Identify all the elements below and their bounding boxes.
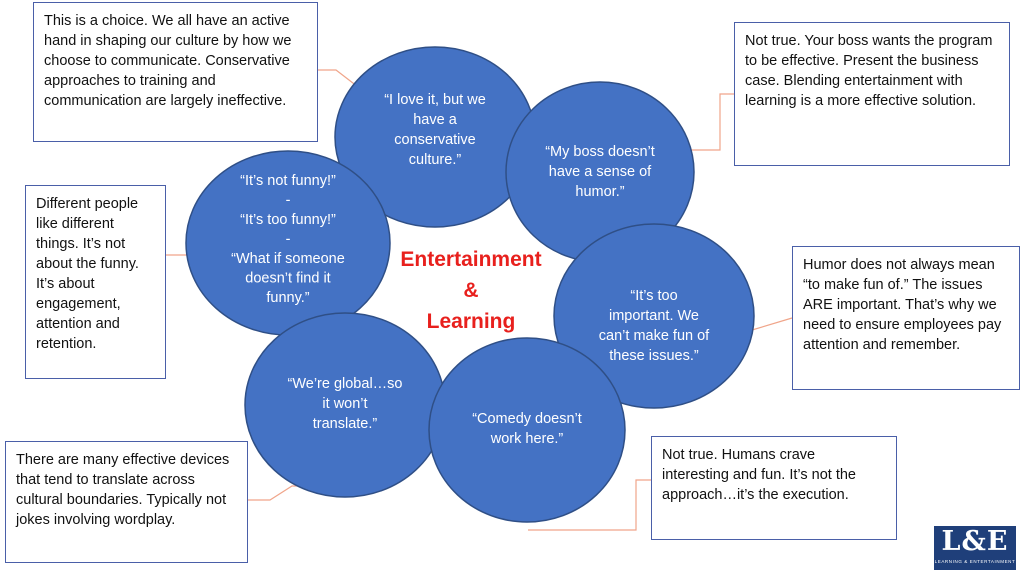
bubble-global: “We’re global…so it won’t translate.” — [244, 312, 446, 498]
logo-tagline: Learning & Entertainment — [934, 559, 1016, 564]
bubble-text-line: have a — [413, 112, 457, 128]
bubble-text-line: conservative — [394, 132, 475, 148]
bubble-text-line: important. We — [609, 308, 699, 324]
bubble-text-line: culture.” — [409, 152, 462, 168]
bubble-text-line: funny.” — [266, 290, 309, 306]
note-devices: There are many effective devices that te… — [5, 441, 248, 563]
center-title: Entertainment & Learning — [376, 244, 566, 337]
bubble-text-line: can’t make fun of — [599, 328, 710, 344]
bubble-boss-humor: “My boss doesn’t have a sense of humor.” — [505, 81, 695, 263]
bubble-text-line: “It’s too funny!” — [240, 212, 336, 228]
bubble-text-line: “I love it, but we — [384, 92, 486, 108]
center-title-line-2: & — [463, 279, 479, 302]
note-choice: This is a choice. We all have an active … — [33, 2, 318, 142]
bubble-text-line: “Comedy doesn’t — [472, 411, 582, 427]
connector-choice — [318, 69, 363, 91]
bubble-text-line: it won’t — [322, 396, 367, 412]
bubble-conservative-culture: “I love it, but we have a conservative cult… — [334, 46, 536, 228]
bubble-text-line: - — [286, 193, 291, 209]
bubble-text-line: doesn’t find it — [245, 271, 330, 287]
note-crave: Not true. Humans crave interesting and f… — [651, 436, 897, 540]
bubble-too-important: “It’s too important. We can’t make fun of t… — [553, 223, 755, 409]
bubble-comedy-work: “Comedy doesn’t work here.” — [428, 337, 626, 523]
bubble-text-line: “It’s too — [630, 288, 677, 304]
bubble-text-line: - — [286, 232, 291, 248]
bubble-text-line: work here.” — [490, 431, 564, 447]
center-title-line-1: Entertainment — [400, 248, 542, 271]
connector-humor — [751, 317, 793, 331]
bubble-text-line: have a sense of — [549, 164, 652, 180]
bubble-text-line: “It’s not funny!” — [240, 173, 336, 189]
bubble-text-line: these issues.” — [609, 348, 699, 364]
bubble-shape — [553, 223, 755, 409]
bubble-text-line: “We’re global…so — [288, 376, 403, 392]
note-humor: Humor does not always mean “to make fun … — [792, 246, 1020, 390]
company-logo: L&E Learning & Entertainment — [934, 526, 1016, 570]
center-title-line-3: Learning — [426, 310, 516, 333]
bubble-text-line: “What if someone — [231, 251, 345, 267]
note-boss: Not true. Your boss wants the program to… — [734, 22, 1010, 166]
bubble-text-line: humor.” — [575, 184, 624, 200]
bubble-shape — [428, 337, 626, 523]
note-different: Different people like different things. … — [25, 185, 166, 379]
connector-crave — [528, 479, 651, 531]
bubble-funny: “It’s not funny!” - “It’s too funny!” - “Wha… — [185, 150, 391, 336]
bubble-text-line: “My boss doesn’t — [545, 144, 655, 160]
bubble-text-line: translate.” — [313, 416, 378, 432]
logo-mark: L&E — [941, 526, 1009, 557]
